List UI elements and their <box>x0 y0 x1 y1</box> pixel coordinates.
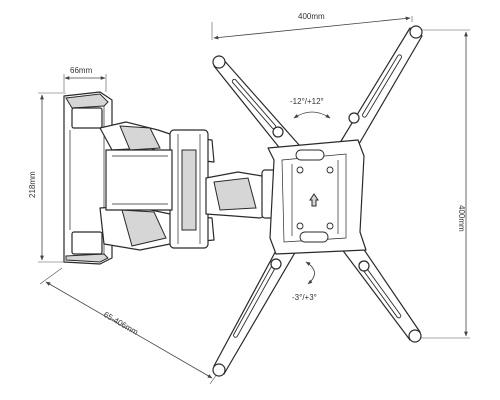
label-height-right: 400mm <box>457 205 466 232</box>
label-arm-extension: 65-406mm <box>102 310 140 337</box>
dimension-arm-extension: 65-406mm <box>39 267 225 385</box>
dimension-height-right: 400mm <box>420 29 470 339</box>
swing-arms <box>99 121 277 251</box>
vesa-mounting-plate <box>212 25 423 377</box>
vesa-bolt-discs <box>212 25 423 377</box>
vesa-slots <box>231 54 402 338</box>
tilt-indicator: -3°/+3° <box>292 261 317 302</box>
label-width-top: 400mm <box>298 12 325 21</box>
swivel-indicator: -12°/+12° <box>290 97 331 119</box>
label-plate-width: 66mm <box>70 66 93 75</box>
dimension-plate-width: 66mm <box>63 66 107 92</box>
vesa-center-plate <box>267 139 367 255</box>
dimension-width-top: 400mm <box>211 12 413 40</box>
label-swivel: -12°/+12° <box>290 97 324 106</box>
wall-plate <box>63 91 113 265</box>
label-tilt: -3°/+3° <box>292 293 317 302</box>
label-plate-height: 218mm <box>28 171 37 198</box>
